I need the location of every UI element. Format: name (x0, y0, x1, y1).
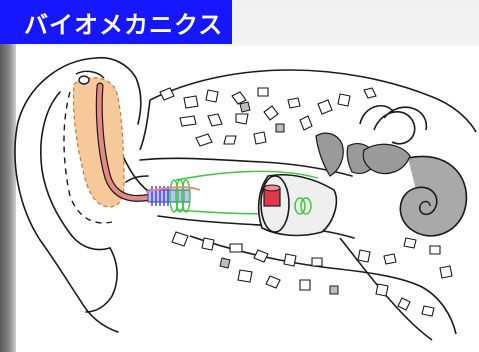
title-banner: バイオメカニクス (0, 0, 232, 44)
page-title: バイオメカニクス (24, 5, 223, 40)
tube-end-ring (79, 76, 89, 84)
eardrum-magnet (264, 185, 280, 206)
